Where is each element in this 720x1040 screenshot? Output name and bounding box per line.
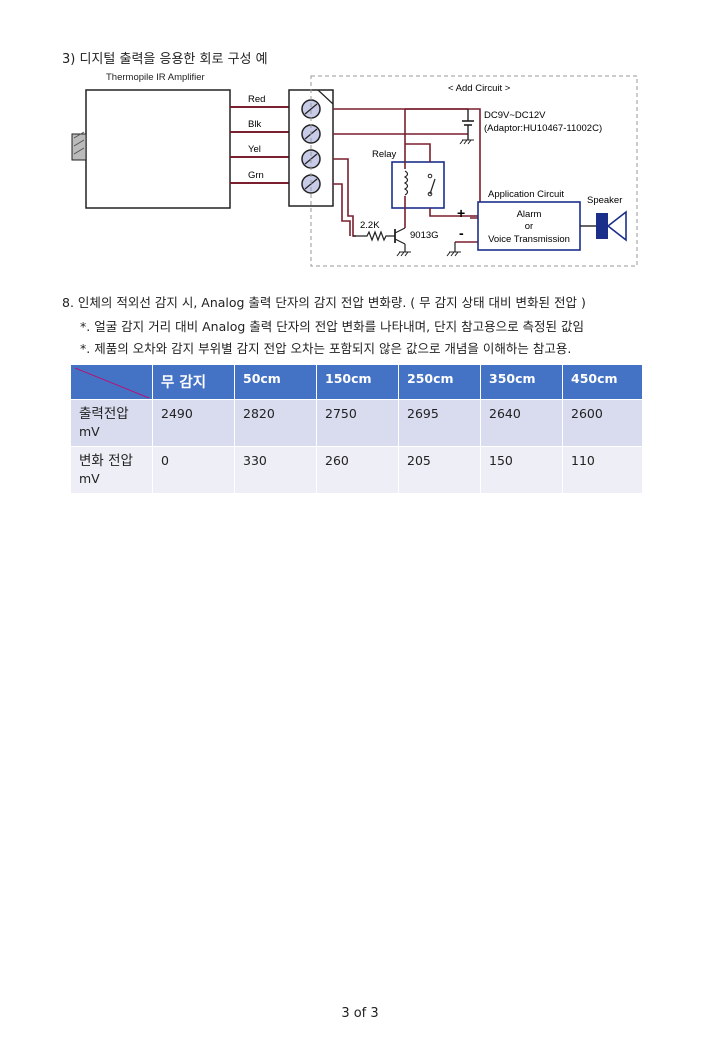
plus-sign: +	[457, 205, 465, 221]
corner-cell	[70, 364, 153, 400]
wire-red-label: Red	[248, 94, 265, 105]
table-cell: 330	[234, 446, 317, 494]
dc-voltage-label: DC9V~DC12V	[484, 110, 546, 121]
note-2: *. 제품의 오차와 감지 부위별 감지 전압 오차는 포함되지 않은 값으로 …	[80, 341, 572, 356]
table-cell: 260	[316, 446, 399, 494]
app-box-line-3: Voice Transmission	[488, 234, 570, 245]
table-cell: 0	[152, 446, 235, 494]
col-header-250cm: 250cm	[398, 364, 481, 400]
wire-grn-label: Grn	[248, 170, 264, 181]
col-header-350cm: 350cm	[480, 364, 563, 400]
relay-box	[391, 161, 445, 209]
circuit-diagram: Thermopile IR Amplifier Red Blk Yel Grn …	[71, 72, 638, 267]
app-box-line-1: Alarm	[517, 209, 542, 220]
minus-sign: -	[459, 225, 464, 241]
table-cell: 2640	[480, 399, 563, 447]
speaker-icon	[596, 213, 608, 239]
table-cell: 2750	[316, 399, 399, 447]
add-circuit-label: < Add Circuit >	[448, 83, 511, 94]
speaker-label: Speaker	[587, 195, 622, 206]
relay-label: Relay	[372, 149, 397, 160]
wire-yel-label: Yel	[248, 144, 261, 155]
application-circuit-box	[477, 201, 581, 251]
add-circuit-region	[310, 75, 638, 267]
resistor-label: 2.2K	[360, 220, 380, 231]
app-circuit-label: Application Circuit	[488, 189, 564, 200]
table-cell: 2490	[152, 399, 235, 447]
page-number: 3 of 3	[341, 1006, 379, 1021]
col-header-no-detect: 무 감지	[152, 364, 235, 400]
col-header-50cm: 50cm	[234, 364, 317, 400]
wire-blk-label: Blk	[248, 119, 261, 130]
col-header-150cm: 150cm	[316, 364, 399, 400]
table-cell: 150	[480, 446, 563, 494]
app-box-line-2: or	[525, 221, 533, 232]
section-8-title: 8. 인체의 적외선 감지 시, Analog 출력 단자의 감지 전압 변화량…	[62, 295, 586, 310]
table-cell: 2600	[562, 399, 643, 447]
note-1: *. 얼굴 감지 거리 대비 Analog 출력 단자의 전압 변화를 나타내며…	[80, 319, 585, 334]
table-cell: 2695	[398, 399, 481, 447]
amplifier-block	[85, 89, 231, 209]
amplifier-label: Thermopile IR Amplifier	[106, 72, 205, 83]
table-cell: 110	[562, 446, 643, 494]
table-cell: 205	[398, 446, 481, 494]
col-header-450cm: 450cm	[562, 364, 643, 400]
transistor-label: 9013G	[410, 230, 439, 241]
adaptor-label: (Adaptor:HU10467-11002C)	[484, 123, 602, 134]
table-cell: 2820	[234, 399, 317, 447]
section-3-title: 3) 디지털 출력을 응용한 회로 구성 예	[62, 52, 268, 67]
table-header-row: 무 감지 50cm 150cm 250cm 350cm 450cm	[70, 364, 643, 400]
